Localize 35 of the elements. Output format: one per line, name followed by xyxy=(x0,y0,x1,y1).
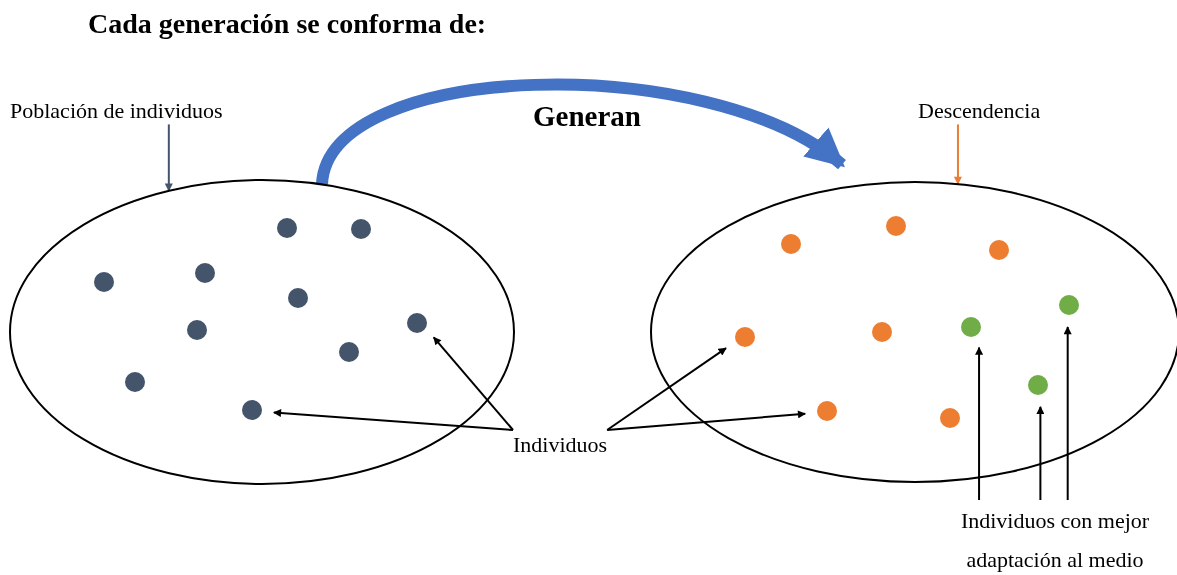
individual-dot xyxy=(288,288,308,308)
individual-dot xyxy=(195,263,215,283)
individual-dot xyxy=(817,401,837,421)
arrow xyxy=(1036,405,1045,501)
individual-dot xyxy=(351,219,371,239)
individual-dot xyxy=(1028,375,1048,395)
individual-dot xyxy=(872,322,892,342)
label-text: Individuos con mejor adaptación al medio xyxy=(940,502,1170,575)
leader-line xyxy=(164,123,173,192)
individual-dot xyxy=(961,317,981,337)
individual-dot xyxy=(735,327,755,347)
arrow xyxy=(432,336,514,431)
individual-dot xyxy=(94,272,114,292)
individual-dot xyxy=(886,216,906,236)
caption-text: Descendencia xyxy=(918,98,1041,125)
individual-dot xyxy=(940,408,960,428)
arrow xyxy=(606,410,807,431)
arrow xyxy=(606,347,727,431)
individual-dot xyxy=(1059,295,1079,315)
caption-text: Población de individuos xyxy=(10,98,223,125)
title: Cada generación se conforma de: xyxy=(88,8,487,40)
individual-dot xyxy=(187,320,207,340)
arrow xyxy=(975,346,984,501)
individual-dot xyxy=(407,313,427,333)
curved-arrow xyxy=(316,78,846,187)
arrow xyxy=(1063,325,1072,501)
label-text: Individuos xyxy=(513,432,608,459)
individual-dot xyxy=(277,218,297,238)
individual-dot xyxy=(242,400,262,420)
arrow xyxy=(272,409,514,431)
individual-dot xyxy=(339,342,359,362)
individual-dot xyxy=(781,234,801,254)
individual-dot xyxy=(125,372,145,392)
individual-dot xyxy=(989,240,1009,260)
leader-line xyxy=(953,123,962,185)
